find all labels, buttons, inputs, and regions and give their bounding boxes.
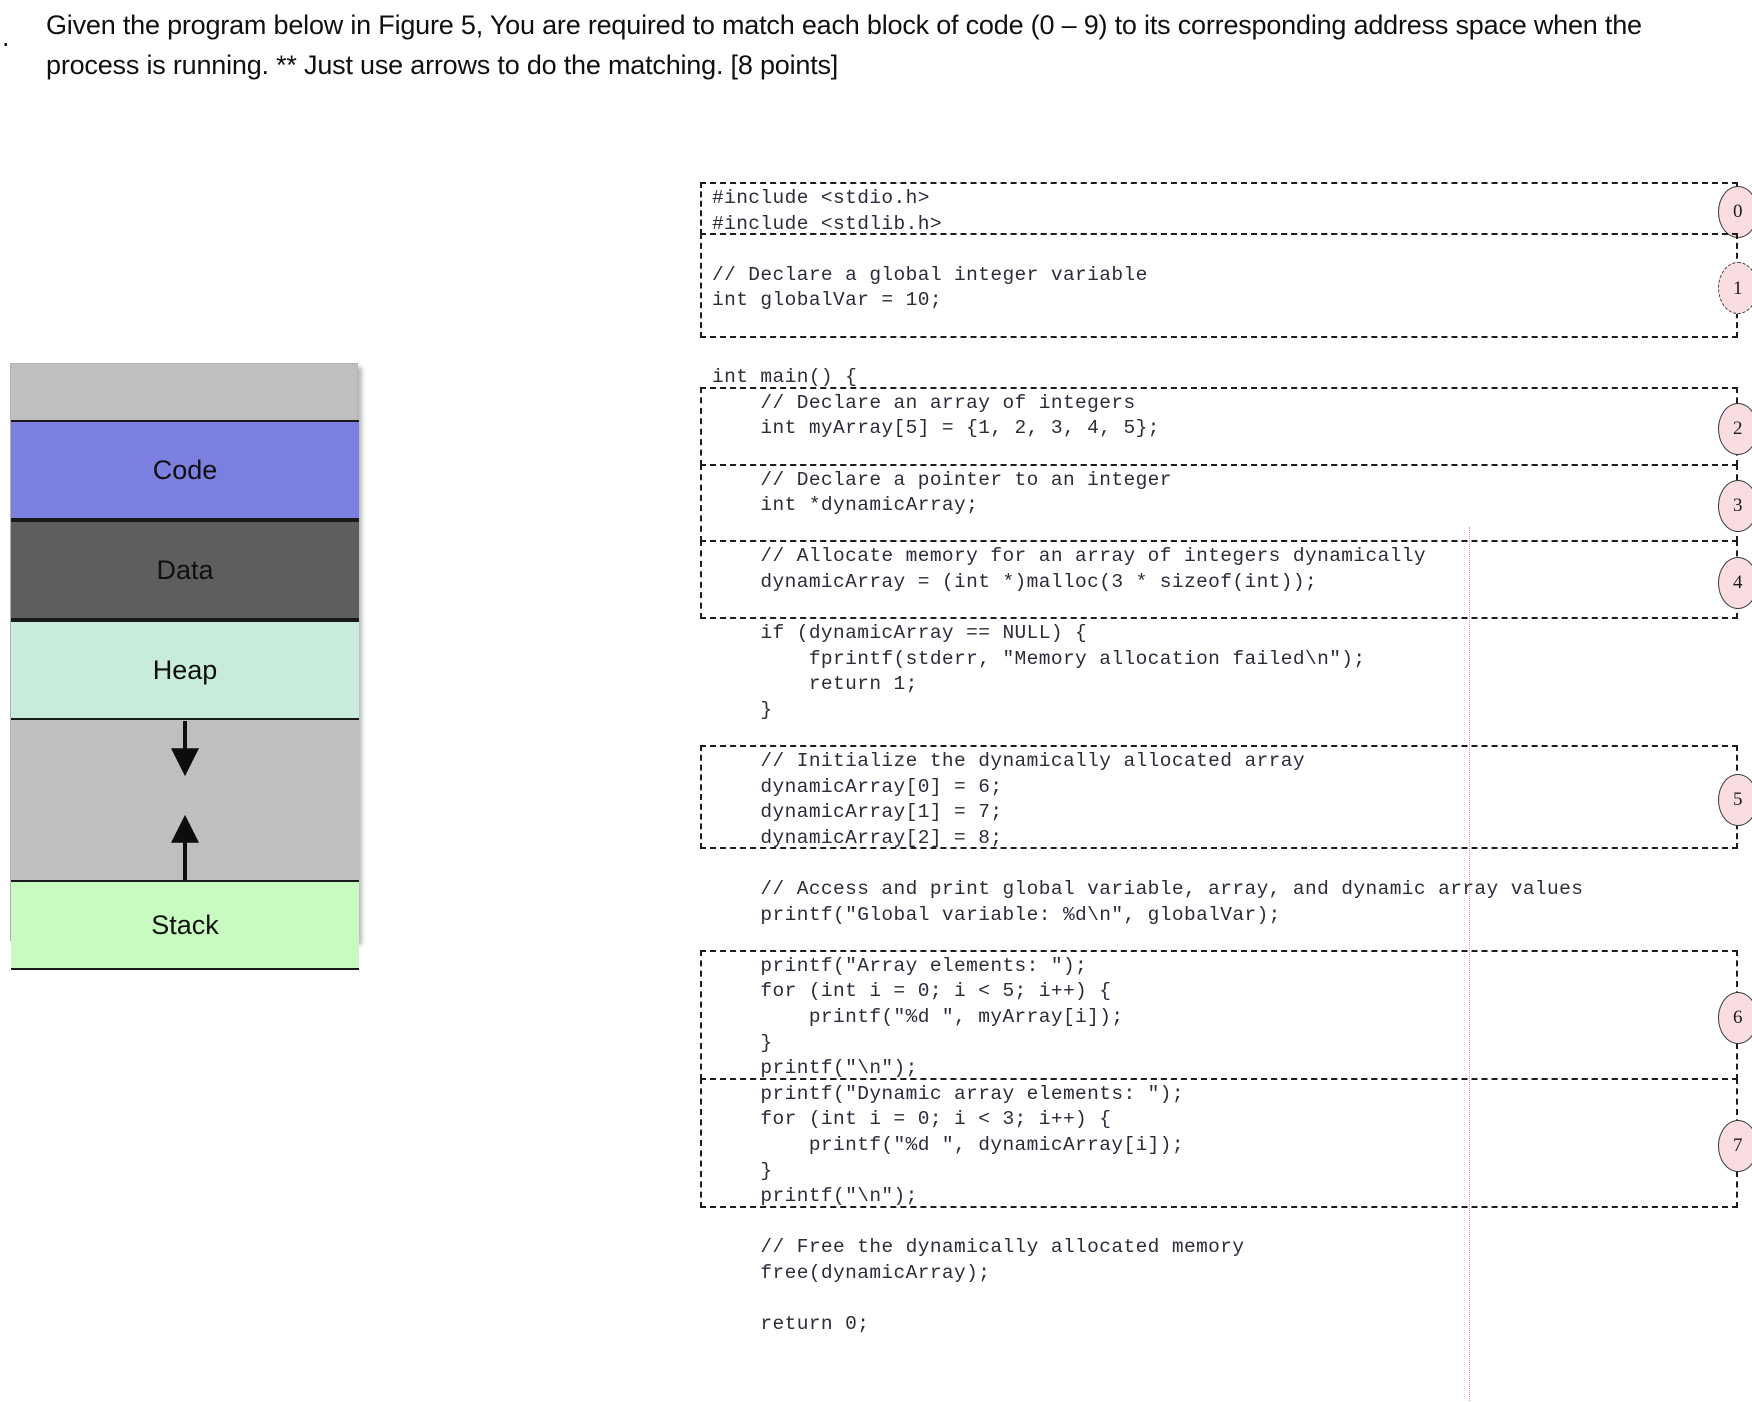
code-blank-line <box>712 928 1742 954</box>
code-segment: // Free the dynamically allocated memory… <box>712 1210 1742 1338</box>
code-line: printf("Array elements: "); <box>712 954 1088 977</box>
code-line: // Initialize the dynamically allocated … <box>712 750 1305 773</box>
code-line: #include <stdio.h> <box>712 187 930 209</box>
segment-stack: Stack <box>11 880 359 970</box>
code-line: // Declare an array of integers <box>712 391 1136 414</box>
code-block-badge-0[interactable]: 0 <box>1718 185 1752 238</box>
code-line: // Allocate memory for an array of integ… <box>712 545 1427 568</box>
code-block-3[interactable]: // Declare a pointer to an integer int *… <box>700 463 1752 545</box>
code-blank-line <box>712 1210 1742 1236</box>
code-line: // Declare a pointer to an integer <box>712 468 1172 491</box>
segment-data: Data <box>11 520 359 620</box>
code-line: if (dynamicArray == NULL) { <box>712 622 1088 645</box>
code-line: int main() { <box>712 366 858 389</box>
question-text: Given the program below in Figure 5, You… <box>46 10 1642 80</box>
code-blank-line <box>712 237 1742 263</box>
code-line: free(dynamicArray); <box>712 1261 991 1284</box>
code-block-badge-4[interactable]: 4 <box>1718 556 1752 609</box>
code-line: dynamicArray[1] = 7; <box>712 801 1003 824</box>
code-blank-line <box>712 314 1742 340</box>
code-line: #include <stdlib.h> <box>712 212 942 235</box>
question-prompt: . Given the program below in Figure 5, Y… <box>0 6 1720 86</box>
code-line: return 0; <box>712 1313 870 1336</box>
segment-heap: Heap <box>11 620 359 720</box>
code-block-1[interactable]: // Declare a global integer variable int … <box>700 233 1752 340</box>
code-listing: #include <stdio.h>#include <stdlib.h>0//… <box>700 182 1752 1402</box>
code-block-badge-2[interactable]: 2 <box>1718 403 1752 456</box>
code-line: } <box>712 1159 773 1182</box>
code-body: #include <stdio.h>#include <stdlib.h>0//… <box>700 182 1752 1338</box>
code-block-badge-7[interactable]: 7 <box>1718 1119 1752 1172</box>
code-line: dynamicArray[2] = 8; <box>712 826 1003 849</box>
code-block-badge-1[interactable]: 1 <box>1718 262 1752 315</box>
code-block-badge-5[interactable]: 5 <box>1718 774 1752 827</box>
code-block-badge-3[interactable]: 3 <box>1718 479 1752 532</box>
code-line: dynamicArray[0] = 6; <box>712 775 1003 798</box>
code-block-6[interactable]: printf("Array elements: "); for (int i =… <box>700 949 1752 1082</box>
code-line: printf("\n"); <box>712 1057 918 1080</box>
code-segment: // Access and print global variable, arr… <box>712 851 1742 953</box>
code-line: printf("Dynamic array elements: "); <box>712 1082 1184 1105</box>
segment-heap-label: Heap <box>152 654 218 685</box>
segment-data-label: Data <box>156 554 214 585</box>
code-blank-line <box>712 442 1742 468</box>
code-block-5[interactable]: // Initialize the dynamically allocated … <box>700 745 1752 851</box>
code-line: } <box>712 1031 773 1054</box>
code-line: } <box>712 698 773 721</box>
code-block-badge-6[interactable]: 6 <box>1718 991 1752 1044</box>
code-block-0[interactable]: #include <stdio.h> #include <stdlib.h> 0 <box>700 182 1752 238</box>
segment-stack-label: Stack <box>151 909 219 940</box>
main-body-indent-guide <box>1469 527 1470 1402</box>
code-line: for (int i = 0; i < 5; i++) { <box>712 980 1112 1003</box>
code-line: // Free the dynamically allocated memory <box>712 1236 1245 1259</box>
code-line: return 1; <box>712 673 918 696</box>
code-segment: if (dynamicArray == NULL) { fprintf(stde… <box>712 621 1742 749</box>
code-line: for (int i = 0; i < 3; i++) { <box>712 1108 1112 1131</box>
code-block-4[interactable]: // Allocate memory for an array of integ… <box>700 540 1752 622</box>
segment-free-gap <box>11 720 359 880</box>
code-line: fprintf(stderr, "Memory allocation faile… <box>712 647 1366 670</box>
code-line: printf("Global variable: %d\n", globalVa… <box>712 903 1281 926</box>
code-blank-line <box>712 340 1742 366</box>
code-blank-line <box>712 851 1742 877</box>
question-bullet: . <box>2 22 10 52</box>
code-line: printf("\n"); <box>712 1185 918 1208</box>
code-blank-line <box>712 596 1742 622</box>
code-blank-line <box>712 519 1742 545</box>
code-line: int myArray[5] = {1, 2, 3, 4, 5}; <box>712 417 1160 440</box>
code-line: dynamicArray = (int *)malloc(3 * sizeof(… <box>712 570 1318 593</box>
code-blank-line <box>712 1287 1742 1313</box>
code-line: int globalVar = 10; <box>712 289 942 312</box>
code-line: printf("%d ", myArray[i]); <box>712 1006 1124 1028</box>
memory-layout-diagram: Code Data Heap Stack <box>10 363 359 970</box>
code-line: int *dynamicArray; <box>712 494 979 517</box>
code-block-2[interactable]: // Declare an array of integers int myAr… <box>700 386 1752 468</box>
code-line: printf("%d ", dynamicArray[i]); <box>712 1133 1184 1156</box>
code-block-7[interactable]: printf("Dynamic array elements: "); for … <box>700 1077 1752 1210</box>
code-line: // Access and print global variable, arr… <box>712 878 1584 901</box>
segment-code: Code <box>11 420 359 520</box>
segment-code-label: Code <box>152 454 218 485</box>
code-blank-line <box>712 723 1742 749</box>
code-line: // Declare a global integer variable <box>712 263 1148 286</box>
code-segment: int main() { <box>712 340 1742 391</box>
